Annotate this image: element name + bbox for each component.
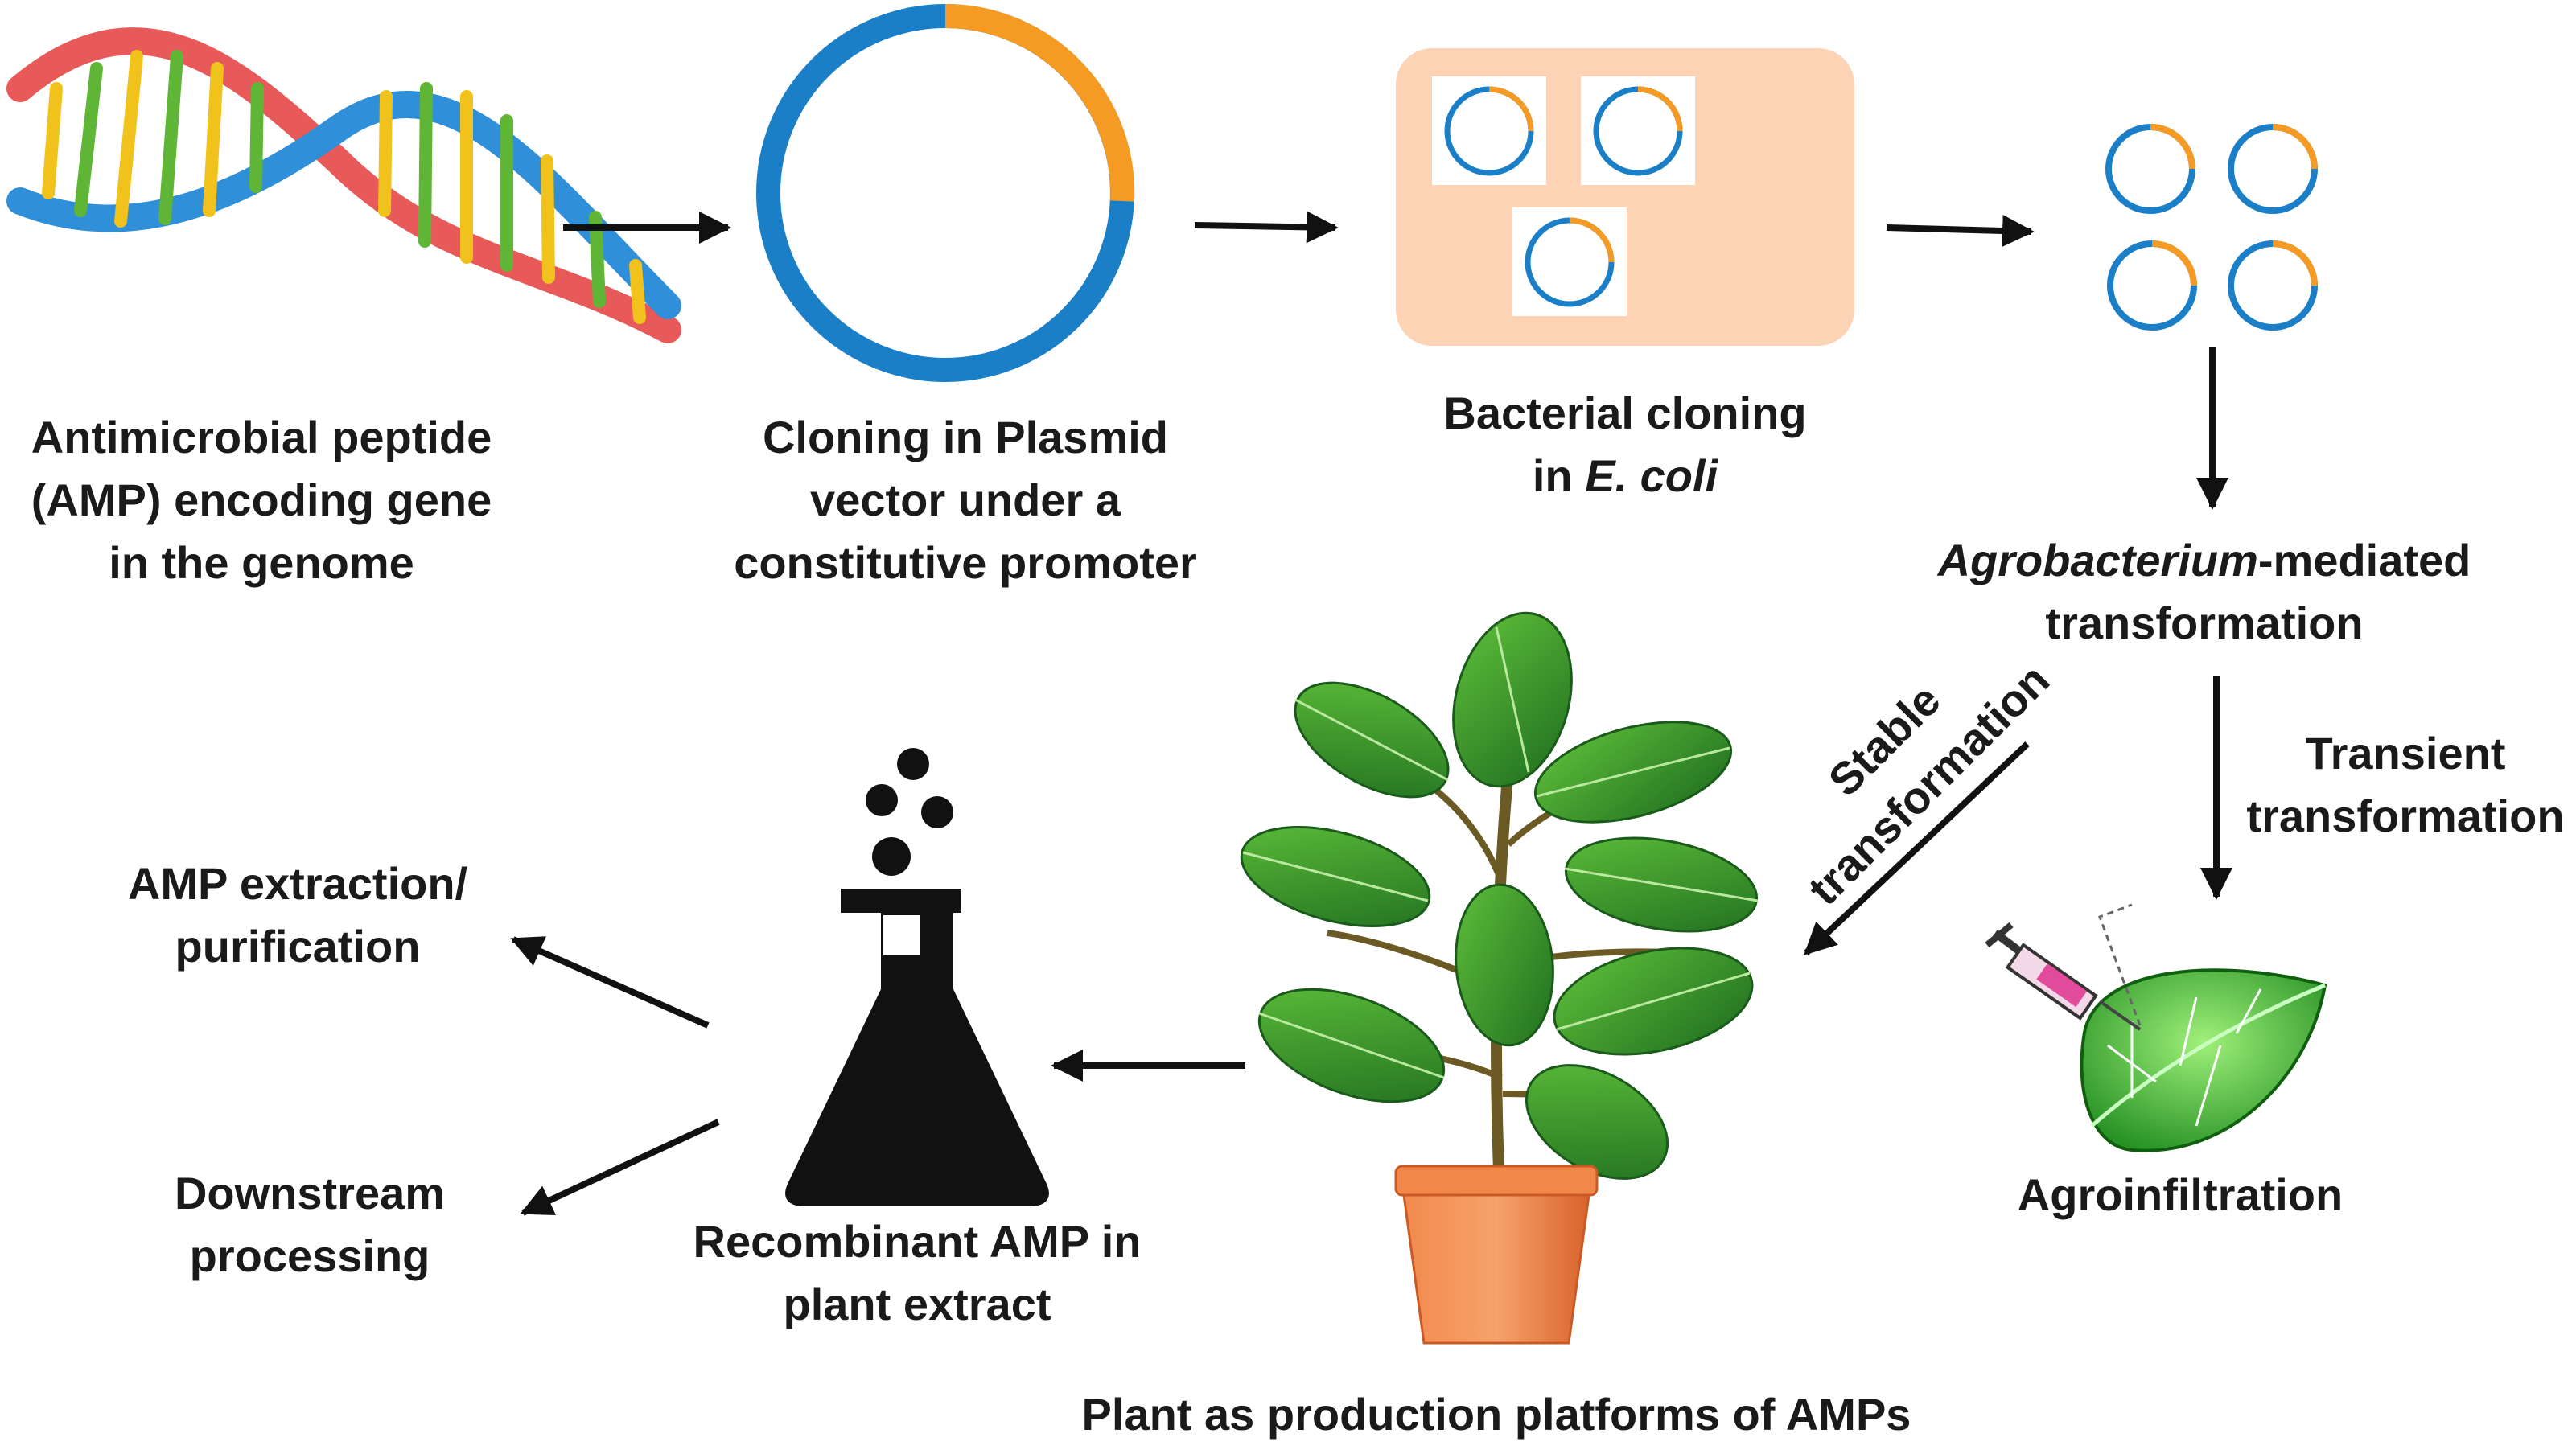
label-recombinant: Recombinant AMP in plant extract — [693, 1216, 1142, 1329]
label-bacterial-cloning: Bacterial cloning in E. coli — [1443, 388, 1807, 501]
arrow-plasmid-to-bacteria — [1194, 211, 1339, 244]
potted-plant-icon — [1240, 611, 1759, 1345]
label-agroinfiltration: Agroinfiltration — [2017, 1169, 2344, 1220]
bacterial-colonies-box — [1396, 48, 1854, 346]
label-amp-gene: Antimicrobial peptide (AMP) encoding gen… — [31, 412, 492, 588]
arrow-flask-to-extraction — [510, 936, 710, 1029]
arrow-flask-to-downstream — [520, 1119, 720, 1216]
dna-helix-icon — [6, 27, 681, 343]
label-transient: Transient transformation — [2246, 728, 2565, 841]
plasmid-vector-icon — [756, 3, 1135, 382]
plasmid-copies-icon — [2105, 124, 2318, 331]
arrow-bacteria-to-plasmids — [1886, 215, 2035, 247]
label-extraction: AMP extraction/ purification — [127, 858, 468, 972]
erlenmeyer-flask-icon — [785, 748, 1049, 1206]
label-downstream: Downstream processing — [174, 1168, 446, 1281]
label-platform: Plant as production platforms of AMPs — [1081, 1389, 1911, 1440]
label-agrobacterium: Agrobacterium-mediated transformation — [1937, 535, 2471, 648]
arrow-stable-to-plant — [1804, 741, 2030, 955]
agroinfiltration-leaf-icon — [1985, 903, 2327, 1152]
label-cloning-plasmid: Cloning in Plasmid vector under a consti… — [734, 412, 1197, 588]
syringe-icon — [1985, 922, 2142, 1031]
